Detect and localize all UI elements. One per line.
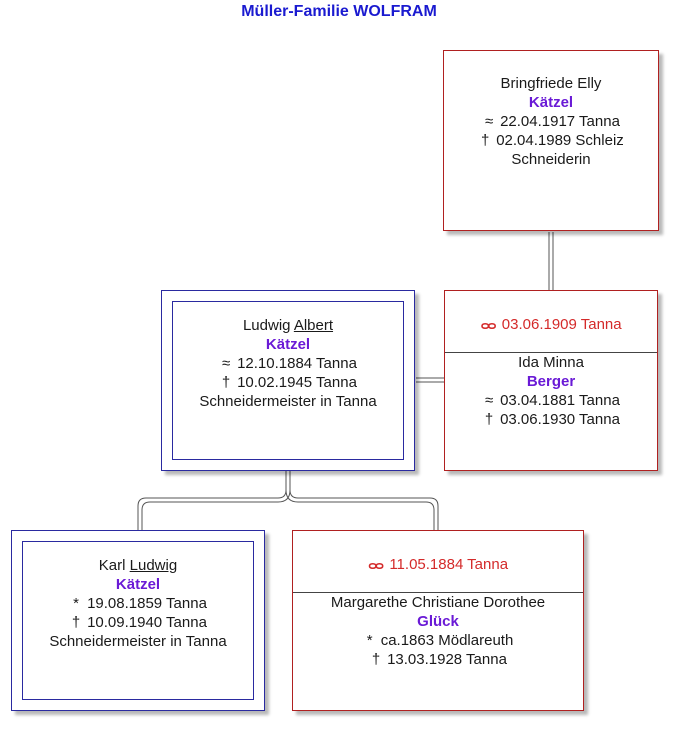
person-card-ludwig-albert[interactable]: Ludwig Albert Kätzel ≈12.10.1884 Tanna †…: [161, 290, 415, 471]
person-death: †03.06.1930 Tanna: [445, 410, 657, 429]
marriage-rings-icon: ⴰⴰ: [480, 316, 497, 333]
person-surname: Kätzel: [265, 336, 311, 353]
person-card-karl-ludwig[interactable]: Karl Ludwig Kätzel *19.08.1859 Tanna †10…: [11, 530, 265, 711]
birth-star-icon: *: [73, 595, 79, 612]
person-birth: *ca.1863 Mödlareuth: [293, 631, 583, 650]
person-surname: Berger: [526, 373, 576, 390]
death-cross-icon: †: [484, 411, 494, 428]
person-surname: Glück: [417, 613, 459, 630]
person-death: †10.02.1945 Tanna: [173, 373, 403, 392]
person-birth: ≈22.04.1917 Tanna: [444, 112, 658, 131]
person-occupation: Schneidermeister in Tanna: [49, 633, 227, 650]
divider: [293, 592, 583, 593]
person-death: †10.09.1940 Tanna: [23, 613, 253, 632]
person-surname: Kätzel: [115, 576, 161, 593]
person-first-name: Ludwig Albert: [242, 317, 334, 334]
birth-icon: ≈: [221, 355, 231, 372]
death-cross-icon: †: [221, 374, 231, 391]
person-first-name: Ida Minna: [518, 354, 584, 371]
person-card-inner-frame: Karl Ludwig Kätzel *19.08.1859 Tanna †10…: [22, 541, 254, 700]
person-occupation: Schneiderin: [511, 151, 591, 168]
death-cross-icon: †: [371, 651, 381, 668]
death-cross-icon: †: [71, 614, 81, 631]
person-birth: ≈03.04.1881 Tanna: [445, 391, 657, 410]
person-card-inner-frame: Ludwig Albert Kätzel ≈12.10.1884 Tanna †…: [172, 301, 404, 460]
chart-title: Müller-Familie WOLFRAM: [241, 3, 437, 20]
call-name: Ludwig: [129, 557, 178, 574]
person-death: †13.03.1928 Tanna: [293, 650, 583, 669]
person-first-name: Bringfriede Elly: [500, 75, 602, 92]
marriage-rings-icon: ⴰⴰ: [367, 556, 385, 573]
call-name: Albert: [293, 317, 334, 334]
person-occupation: Schneidermeister in Tanna: [199, 393, 377, 410]
death-cross-icon: †: [481, 132, 490, 149]
person-first-name: Margarethe Christiane Dorothee: [330, 594, 546, 611]
person-surname: Kätzel: [528, 94, 574, 111]
person-birth: *19.08.1859 Tanna: [23, 594, 253, 613]
divider: [445, 352, 657, 353]
birth-icon: ≈: [484, 392, 494, 409]
person-first-name: Karl Ludwig: [98, 557, 178, 574]
person-death: †02.04.1989 Schleiz: [444, 131, 658, 150]
person-card-bringfriede[interactable]: Bringfriede Elly Kätzel ≈22.04.1917 Tann…: [443, 50, 659, 231]
birth-icon: ≈: [484, 113, 494, 130]
birth-star-icon: *: [366, 632, 373, 649]
person-birth: ≈12.10.1884 Tanna: [173, 354, 403, 373]
